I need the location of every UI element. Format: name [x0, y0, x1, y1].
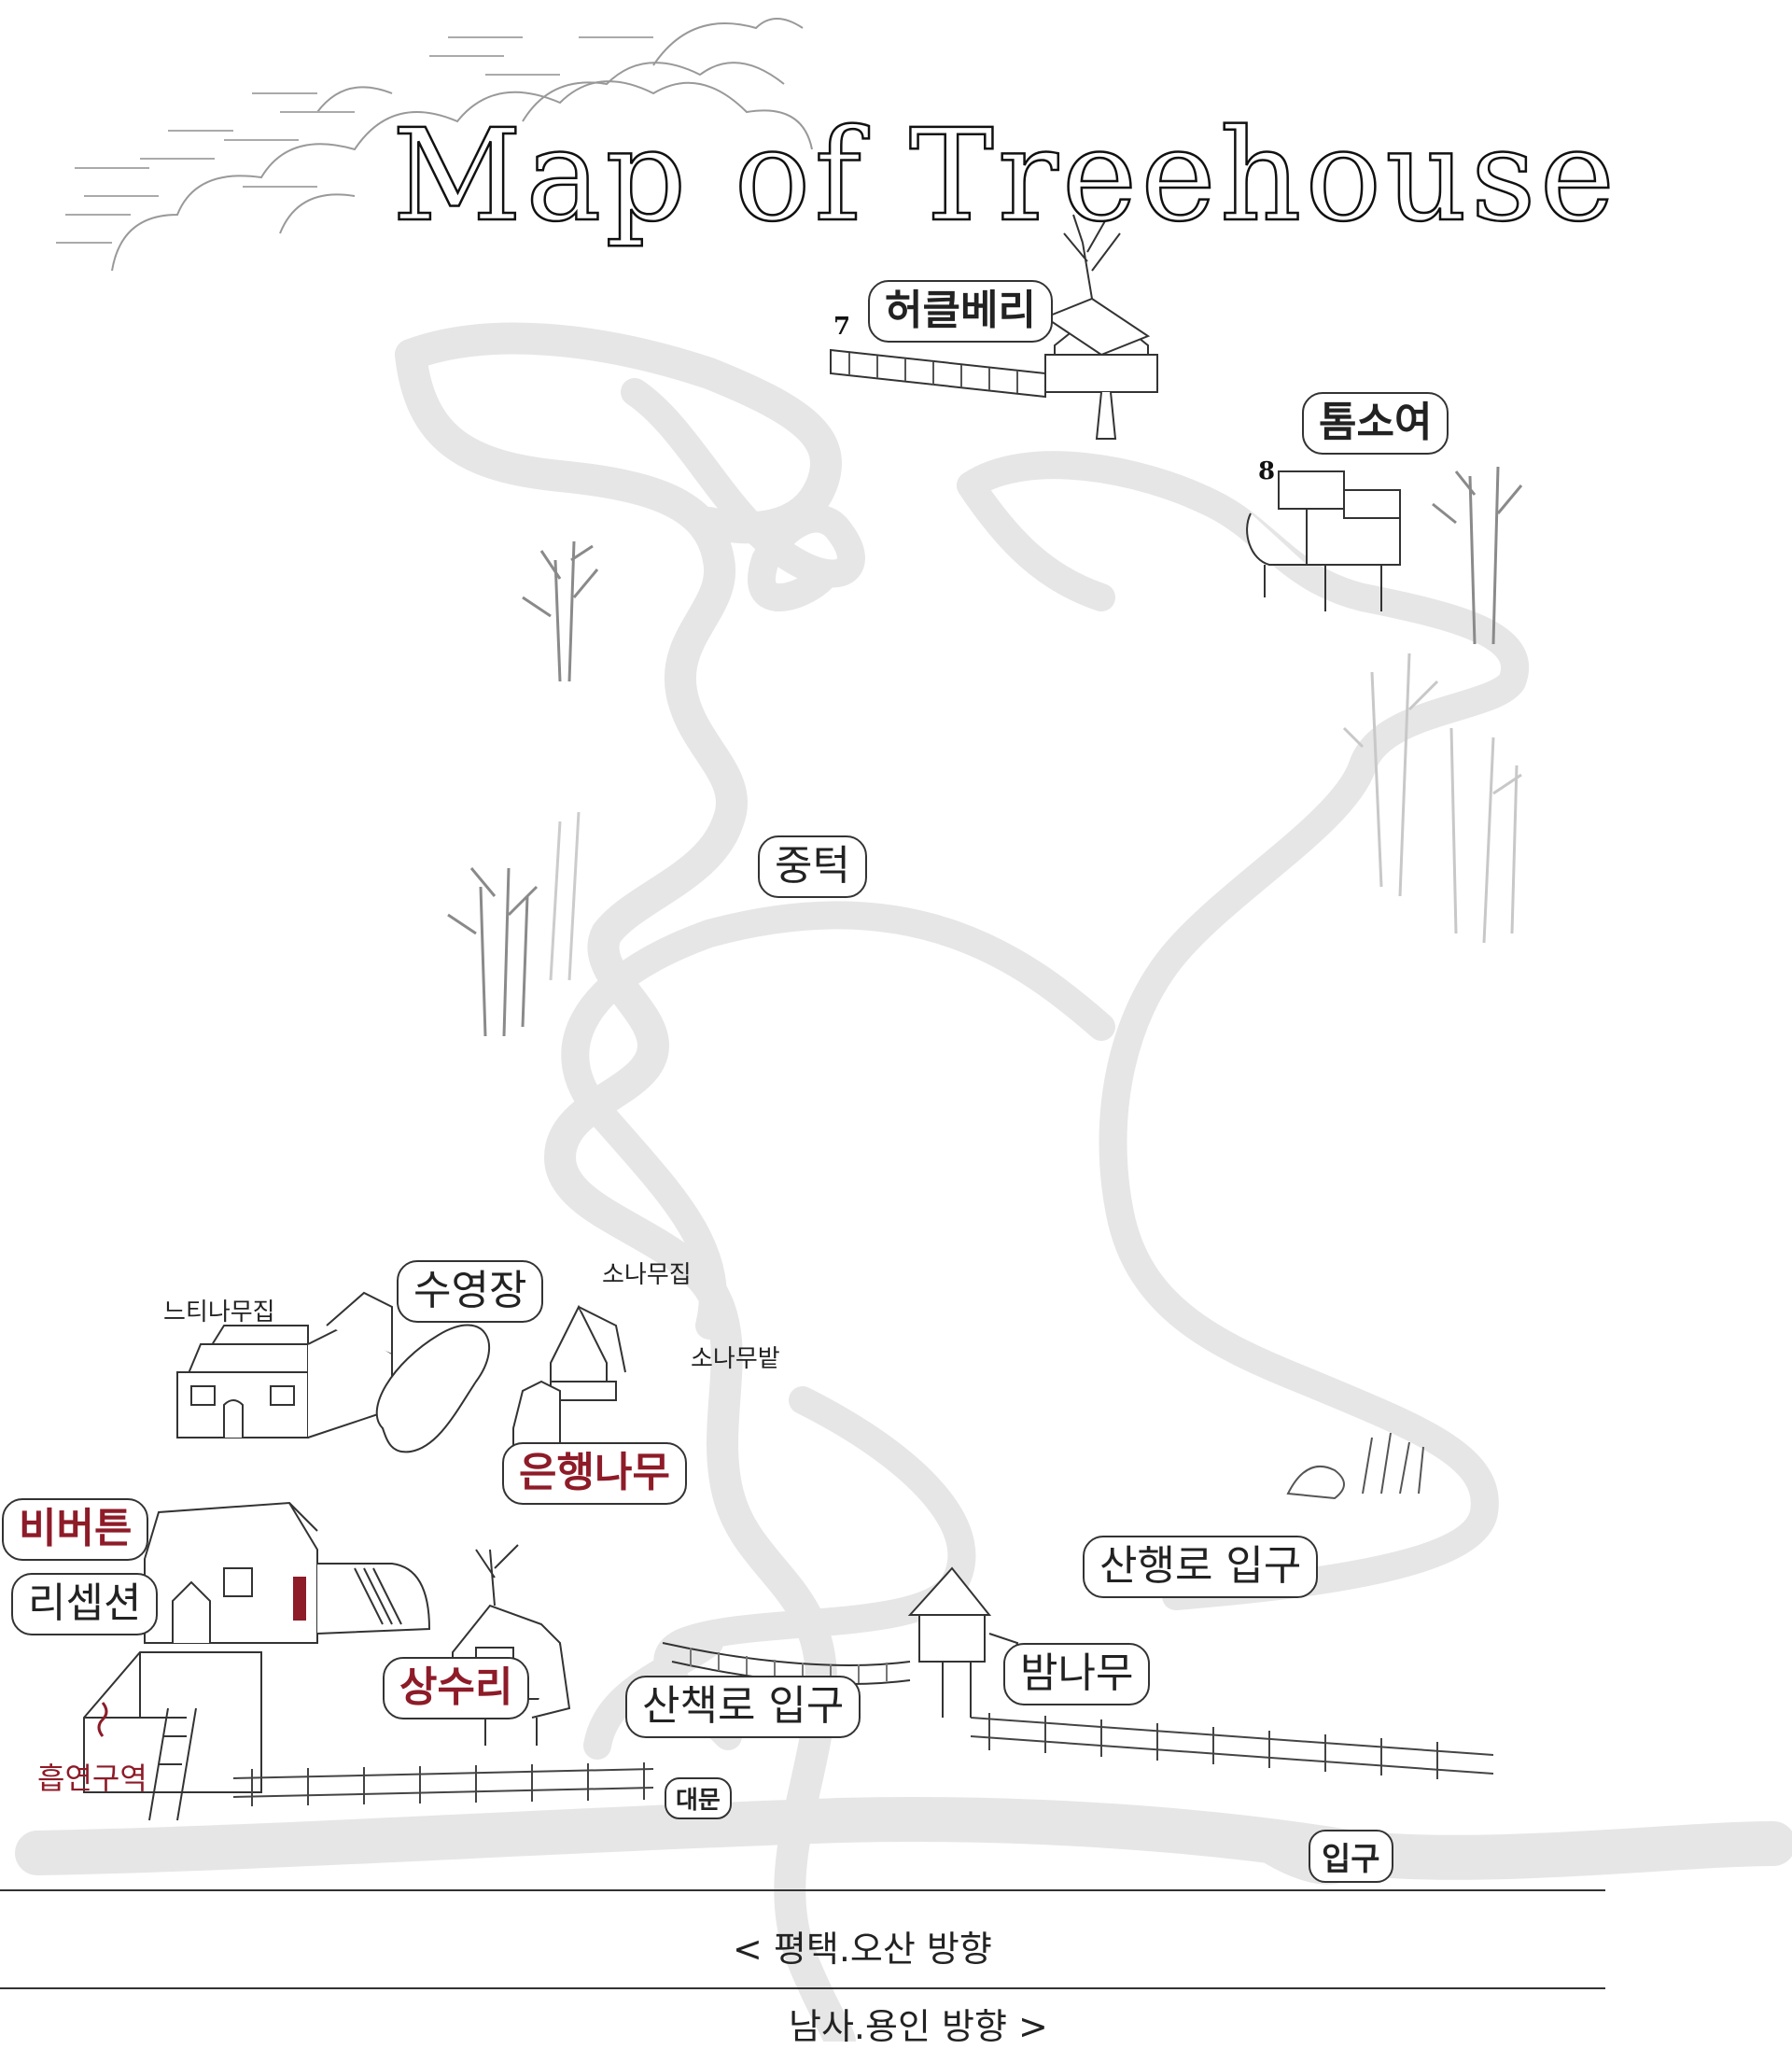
eagle-label[interactable]: 상수리 [383, 1657, 530, 1719]
jungteok-label[interactable]: 중턱 [758, 835, 867, 898]
pine-field-label[interactable]: 소나무밭 [691, 1345, 780, 1373]
walking-path [15, 322, 1792, 2042]
huckleberry-treehouse-icon [830, 214, 1158, 440]
fence-sketch-icon [232, 1713, 1494, 1806]
huckleberry-number: 7 [833, 313, 851, 341]
tomsawyer-label[interactable]: 톰소여 [1302, 392, 1449, 455]
ginkgo-label[interactable]: 은행나무 [502, 1442, 687, 1505]
smoking-area-label[interactable]: 흡연구역 [37, 1761, 147, 1796]
cloud-sketch-icon [56, 18, 813, 272]
chestnut-label[interactable]: 밤나무 [1003, 1643, 1151, 1705]
smoke-icon [97, 1702, 108, 1737]
tree-sketch-icon [447, 466, 1523, 1037]
direction-left: < 평택.오산 방향 [733, 1929, 992, 1970]
reception-label[interactable]: 리셉션 [11, 1573, 159, 1635]
rock-grass-sketch-icon [1286, 1432, 1424, 1500]
tomsawyer-number: 8 [1258, 457, 1276, 485]
pool-label[interactable]: 수영장 [397, 1260, 544, 1323]
huckleberry-label[interactable]: 허클베리 [868, 280, 1053, 343]
pine-house-label[interactable]: 소나무집 [602, 1261, 692, 1289]
entrance-label[interactable]: 입구 [1309, 1830, 1393, 1883]
bridge-sketch-icon [662, 1642, 911, 1685]
map-title: Map of Treehouse [391, 102, 1619, 252]
main-gate-label[interactable]: 대문 [665, 1777, 732, 1819]
walk-entrance-label[interactable]: 산책로 입구 [625, 1676, 861, 1738]
house-sketch-icon [83, 1291, 1019, 1821]
direction-right: 남사.용인 방향 > [789, 2006, 1048, 2047]
trail-entrance-label[interactable]: 산행로 입구 [1083, 1536, 1319, 1598]
tomsawyer-treehouse-icon [1246, 470, 1401, 611]
zelkova-house-label[interactable]: 느티나무집 [163, 1298, 275, 1326]
beaverton-label[interactable]: 비버튼 [2, 1498, 149, 1561]
